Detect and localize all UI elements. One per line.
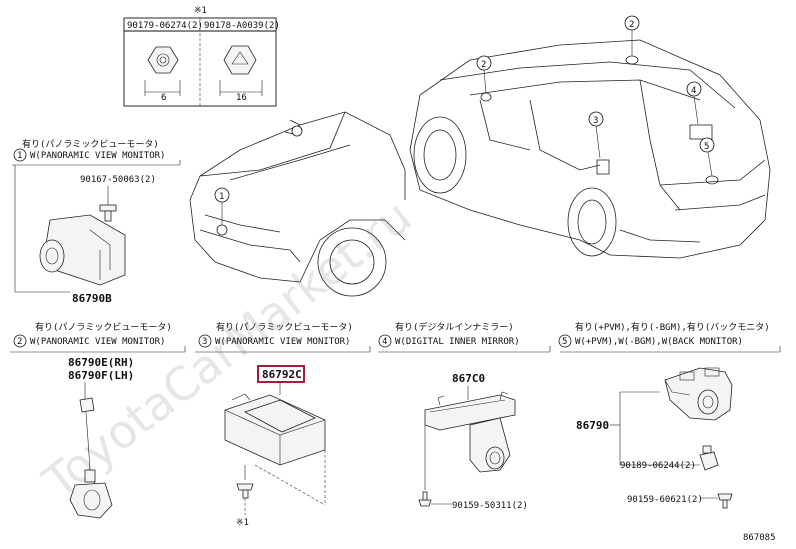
section-5-number: 5	[562, 337, 567, 347]
part-90167-50063: 90167-50063(2)	[80, 175, 156, 185]
svg-text:1: 1	[219, 192, 224, 202]
nut-icon	[147, 46, 179, 74]
hardware-left-dimension: 6	[161, 93, 166, 103]
section-2-line2: W(PANORAMIC VIEW MONITOR)	[30, 337, 165, 347]
flange-nut-icon	[223, 45, 257, 75]
screw-icon	[418, 491, 432, 507]
bolt-icon	[99, 204, 117, 222]
vehicle-front-view	[189, 111, 406, 297]
ecu-module-icon	[224, 393, 326, 466]
section-2-line1: 有り(パノラミックビューモータ)	[35, 321, 172, 333]
callout-4: 4	[686, 81, 702, 97]
section-2: 有り(パノラミックビューモータ) 2 W(PANORAMIC VIEW MONI…	[10, 321, 186, 519]
part-86792C-highlight	[257, 365, 305, 383]
part-86790F-lh: 86790F(LH)	[68, 369, 134, 382]
hardware-box: ※1 90179-06274(2) 90178-A0039(2) 6 16	[123, 6, 280, 107]
inner-mirror-camera-icon	[424, 391, 516, 473]
svg-text:2: 2	[629, 20, 634, 30]
part-86792C: 86792C	[262, 368, 302, 381]
section-4-line1: 有り(デジタルインナミラー)	[395, 321, 514, 333]
callout-2b: 2	[476, 55, 492, 71]
part-86790B: 86790B	[72, 292, 112, 305]
callout-5: 5	[699, 137, 715, 153]
section-1-line1: 有り(パノラミックビューモータ)	[22, 138, 159, 150]
hardware-left-part-number: 90179-06274(2)	[127, 21, 203, 31]
section-3-note: ※1	[236, 518, 249, 528]
section-4-number: 4	[382, 337, 387, 347]
callout-1: 1	[214, 187, 230, 203]
part-867C0: 867C0	[452, 372, 485, 385]
vehicle-rear-view	[409, 39, 771, 259]
hardware-note-mark: ※1	[194, 6, 207, 16]
side-camera-cable-icon	[69, 397, 113, 519]
section-1-number: 1	[17, 151, 22, 161]
part-90159-50311: 90159-50311(2)	[452, 501, 528, 511]
section-1-line2: W(PANORAMIC VIEW MONITOR)	[30, 151, 165, 161]
svg-text:2: 2	[481, 60, 486, 70]
section-5: 有り(+PVM),有り(-BGM),有り(バックモニタ) 5 W(+PVM),W…	[558, 321, 781, 509]
screw-icon	[717, 493, 733, 509]
section-1: 有り(パノラミックビューモータ) 1 W(PANORAMIC VIEW MONI…	[12, 138, 181, 305]
part-90189-06244: 90189-06244(2)	[620, 461, 696, 471]
section-3-number: 3	[202, 337, 207, 347]
callout-2: 2	[624, 15, 640, 31]
hardware-right-part-number: 90178-A0039(2)	[204, 21, 280, 31]
svg-text:5: 5	[704, 142, 709, 152]
section-3: 有り(パノラミックビューモータ) 3 W(PANORAMIC VIEW MONI…	[195, 321, 371, 528]
part-86790E-rh: 86790E(RH)	[68, 356, 134, 369]
svg-text:4: 4	[691, 86, 696, 96]
svg-text:3: 3	[593, 116, 598, 126]
screw-icon	[236, 483, 254, 499]
hardware-right-dimension: 16	[236, 93, 247, 103]
part-86790: 86790	[576, 419, 609, 432]
front-camera-icon	[39, 214, 126, 286]
back-camera-icon	[664, 367, 733, 421]
part-90159-60621: 90159-60621(2)	[627, 495, 703, 505]
section-4: 有り(デジタルインナミラー) 4 W(DIGITAL INNER MIRROR)…	[378, 321, 551, 511]
section-3-line2: W(PANORAMIC VIEW MONITOR)	[215, 337, 350, 347]
callout-3: 3	[588, 111, 604, 127]
nut-icon	[699, 445, 719, 471]
section-2-number: 2	[17, 337, 22, 347]
section-5-line1: 有り(+PVM),有り(-BGM),有り(バックモニタ)	[575, 321, 770, 333]
front-view-marker	[291, 125, 303, 137]
section-3-line1: 有り(パノラミックビューモータ)	[216, 321, 353, 333]
section-5-line2: W(+PVM),W(-BGM),W(BACK MONITOR)	[575, 337, 743, 347]
section-4-line2: W(DIGITAL INNER MIRROR)	[395, 337, 520, 347]
diagram-code: 867085	[743, 533, 776, 543]
